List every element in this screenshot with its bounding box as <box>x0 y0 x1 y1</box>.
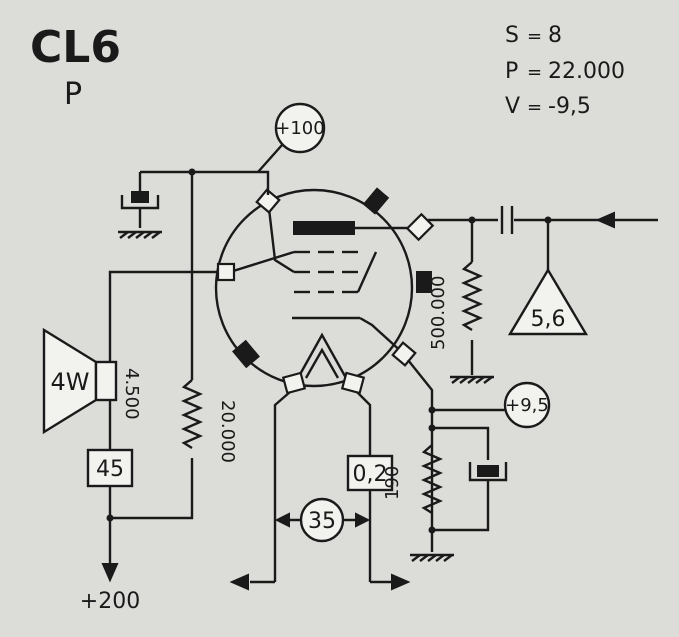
heater-filament <box>296 332 348 379</box>
supply-voltage-label: +200 <box>80 589 140 614</box>
tube-envelope <box>214 188 414 388</box>
cathode-lead <box>359 316 406 356</box>
output-power-label: 4W <box>51 368 90 396</box>
param-s-label: S <box>505 23 519 48</box>
suppressor-lead <box>229 250 295 274</box>
param-s-value: 8 <box>548 23 562 48</box>
supply-resistor-lead-bottom <box>110 458 194 520</box>
grid-resistor-value: 500.000 <box>428 276 449 350</box>
param-v-value: -9,5 <box>548 94 591 119</box>
pin-anode <box>405 212 435 242</box>
pin-unused-top <box>362 187 390 215</box>
tube-name: CL6 <box>30 22 121 73</box>
input-signal-triangle <box>507 267 589 336</box>
ground-icon <box>450 375 494 384</box>
pin-heater-right <box>340 371 366 395</box>
pin-heater-left <box>281 371 307 395</box>
screen-voltage-label: +100 <box>275 118 324 139</box>
cathode-cap-lead-top <box>432 426 490 460</box>
pin-screen-grid <box>255 188 281 214</box>
param-s-sep: = <box>527 26 542 47</box>
parameter-list: S = 8 P = 22.000 V = -9,5 <box>505 23 625 119</box>
pin-unused-right <box>416 271 432 293</box>
param-p-sep: = <box>527 62 542 83</box>
tube-type: P <box>64 77 82 112</box>
heater-lead-right <box>356 391 372 582</box>
param-p-value: 22.000 <box>548 59 625 84</box>
input-signal-label: 5,6 <box>531 307 566 332</box>
screen-voltage-badge <box>274 102 326 154</box>
heater-voltage-label: 35 <box>308 509 336 534</box>
heater-current-label: 0,2 <box>353 462 388 487</box>
ground-icon <box>118 230 162 239</box>
primary-resistance-label: 45 <box>96 457 124 482</box>
grid-resistor <box>461 261 483 332</box>
ground-icon <box>410 553 454 562</box>
speaker-impedance-label: 4.500 <box>121 368 142 420</box>
heater-arrow-left-icon <box>229 573 249 591</box>
cathode-voltage-label: +9,5 <box>505 395 549 416</box>
screen-voltage-lead <box>257 144 283 173</box>
heater-filament-inner <box>304 347 340 379</box>
speaker-primary-lead <box>108 270 218 365</box>
junction-supply <box>106 514 114 522</box>
dimension-arrow-left-icon <box>274 512 290 528</box>
supply-resistor-value: 20.000 <box>217 400 238 463</box>
cathode-capacitor-plate <box>477 465 499 477</box>
screen-grid-lead <box>266 199 295 274</box>
dimension-arrow-right-icon <box>355 512 371 528</box>
cathode-resistor-value: 190 <box>382 466 403 500</box>
pin-cathode <box>391 341 417 367</box>
param-v-sep: = <box>527 97 542 118</box>
control-grid-lead <box>356 251 378 293</box>
heater-voltage-badge <box>299 497 345 543</box>
supply-resistor <box>181 379 203 450</box>
supply-arrow-icon <box>101 563 119 583</box>
pin-unused-left <box>232 339 260 369</box>
screen-rail <box>140 170 270 195</box>
cathode-voltage-badge <box>503 381 551 429</box>
param-p-label: P <box>505 59 518 84</box>
cathode-resistor <box>421 444 443 515</box>
anode-plate <box>293 221 355 235</box>
speaker-coil <box>94 360 118 402</box>
screen-capacitor-plate <box>131 191 149 203</box>
pin-suppressor <box>216 262 236 282</box>
heater-lead-left <box>273 391 291 582</box>
heater-arrow-right-icon <box>391 573 411 591</box>
cathode-line <box>407 359 434 552</box>
heater-current-box <box>346 454 394 492</box>
cathode-cap-lead-bottom <box>432 480 490 532</box>
input-arrow-icon <box>595 211 615 229</box>
param-v-label: V <box>505 94 520 119</box>
junction-cathode-ground <box>428 526 436 534</box>
